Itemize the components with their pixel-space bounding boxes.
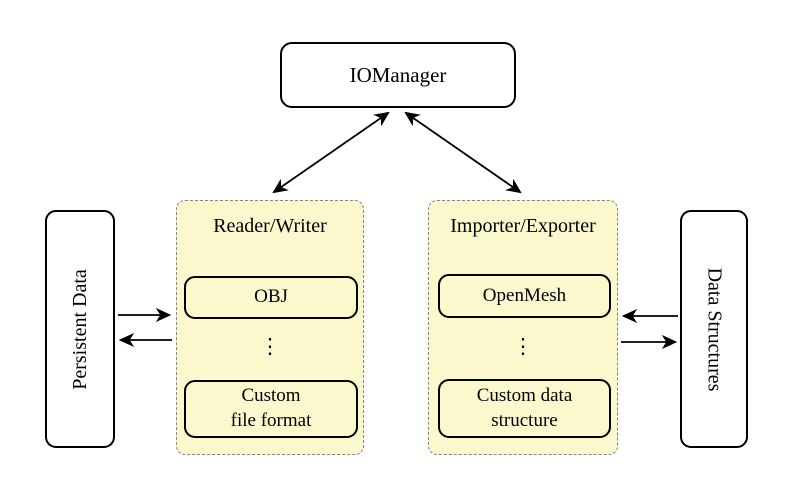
custom-file-format-node: Custom file format [184, 380, 358, 438]
vdots-reader-writer: ⋮ [259, 334, 281, 358]
iomanager-node: IOManager [280, 42, 516, 108]
data-structures-node: Data Structures [680, 210, 748, 448]
persistent-data-node: Persistent Data [45, 210, 115, 448]
vdots-importer-exporter: ⋮ [512, 334, 534, 358]
persistent-data-label: Persistent Data [68, 268, 91, 390]
obj-node: OBJ [184, 276, 358, 319]
reader-writer-label: Reader/Writer [213, 215, 327, 237]
openmesh-node: OpenMesh [438, 274, 611, 318]
importer-exporter-label: Importer/Exporter [450, 215, 596, 237]
reader-writer-group: Reader/Writer OBJ ⋮ Custom file format [176, 200, 364, 455]
custom-data-structure-node: Custom data structure [438, 379, 611, 438]
arrow-iomanager-readerwriter [272, 111, 390, 194]
data-structures-label: Data Structures [703, 267, 726, 391]
obj-label: OBJ [254, 286, 288, 308]
openmesh-label: OpenMesh [482, 284, 567, 306]
arrow-iomanager-importerexporter [404, 111, 522, 194]
custom-file-format-label: Custom file format [230, 385, 312, 431]
importer-exporter-group: Importer/Exporter OpenMesh ⋮ Custom data… [428, 200, 618, 455]
custom-data-structure-label: Custom data structure [476, 384, 573, 431]
iomanager-label: IOManager [349, 62, 447, 87]
